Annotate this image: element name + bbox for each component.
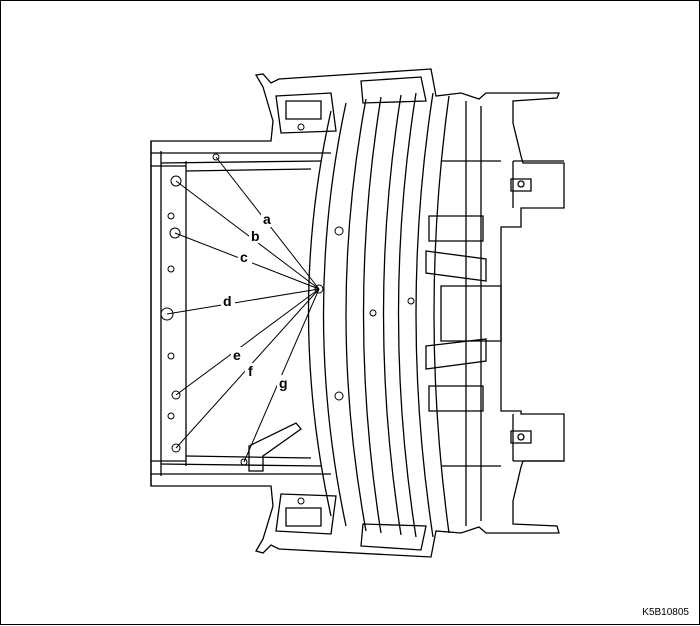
callout-f: f bbox=[248, 363, 253, 379]
callout-b: b bbox=[251, 228, 260, 244]
hole-f bbox=[171, 443, 181, 453]
leader-lines bbox=[166, 156, 320, 463]
callout-a: a bbox=[263, 211, 271, 227]
hole-d bbox=[160, 307, 174, 321]
hole-e bbox=[171, 390, 181, 400]
callout-labels: a b c d e f g bbox=[221, 211, 291, 391]
callout-c: c bbox=[240, 249, 248, 265]
callout-g: g bbox=[279, 375, 288, 391]
hole-a bbox=[212, 153, 220, 161]
callout-d: d bbox=[223, 293, 232, 309]
callout-e: e bbox=[233, 347, 241, 363]
mounting-holes bbox=[160, 123, 415, 505]
hole-g bbox=[240, 458, 248, 466]
hole-c bbox=[169, 227, 181, 239]
reference-point bbox=[314, 284, 324, 294]
figure-code: K5B10805 bbox=[642, 607, 689, 618]
body-outline bbox=[150, 68, 565, 558]
hole-b bbox=[170, 175, 182, 187]
